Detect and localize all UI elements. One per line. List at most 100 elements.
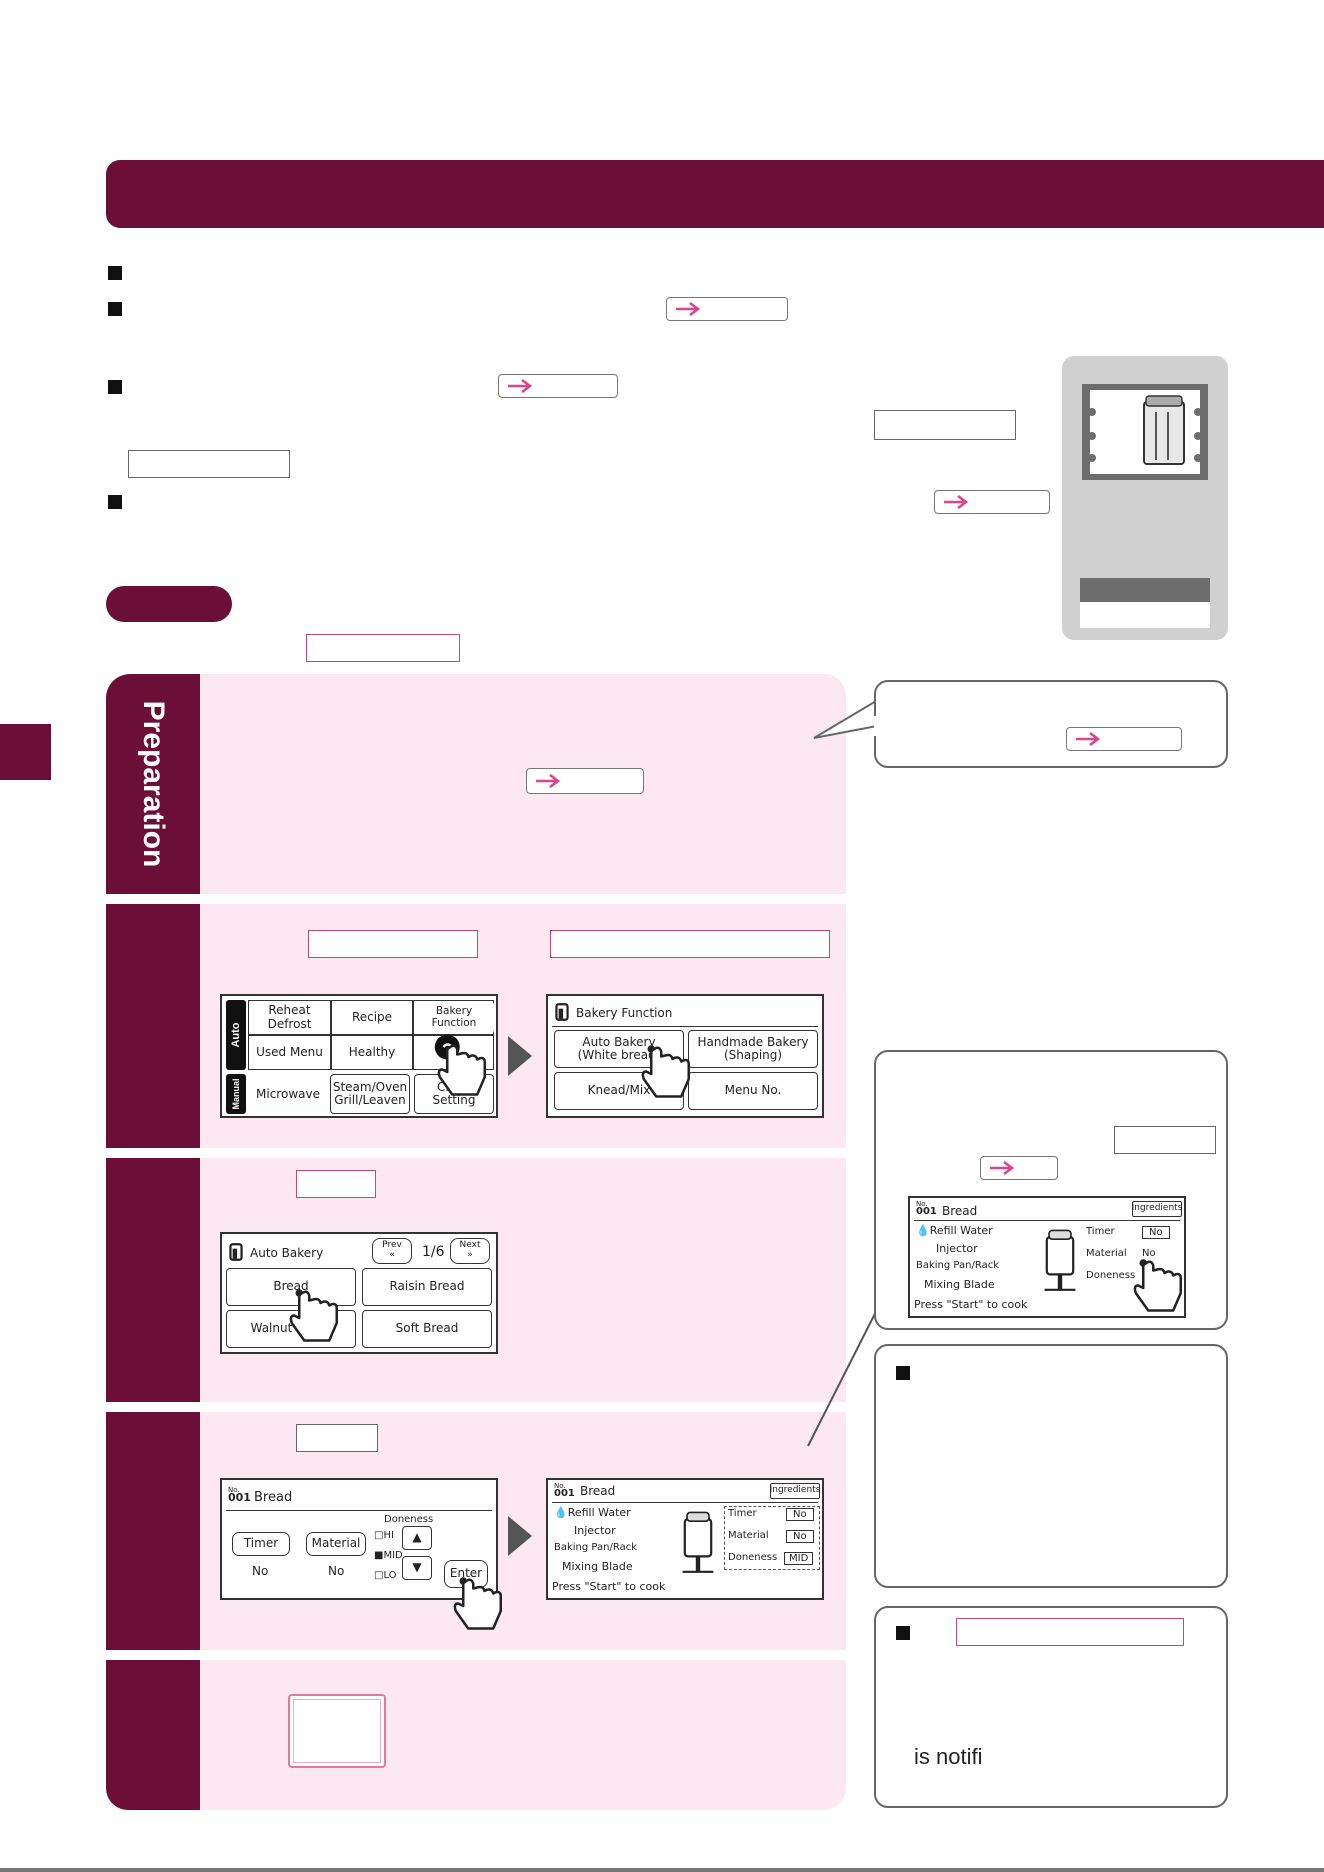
- page-indicator: 1/6: [422, 1244, 445, 1260]
- auto-tab-label: Auto: [230, 1022, 242, 1048]
- arrow-right-icon: [990, 1161, 1015, 1175]
- bakery-function-title: Bakery Function: [576, 1006, 673, 1020]
- bread-title: Bread: [942, 1204, 978, 1218]
- timer-label: Timer: [1086, 1226, 1115, 1237]
- divider-line: [552, 1026, 818, 1027]
- material-label: Material: [728, 1530, 769, 1541]
- step1-content: [200, 674, 846, 894]
- manual-tab-label: Manual: [231, 1078, 241, 1110]
- steam-oven-button[interactable]: Steam/Oven Grill/Leaven: [330, 1074, 410, 1114]
- doneness-up-button[interactable]: ▲: [402, 1526, 432, 1550]
- bakery-function-screen: Bakery Function Auto Bakery (White bread…: [546, 994, 824, 1118]
- page-ref-link[interactable]: [934, 490, 1050, 514]
- shaping-label: (Shaping): [723, 1048, 783, 1062]
- step2-label-column: [106, 904, 200, 1148]
- grill-leaven-label: Grill/Leaven: [334, 1093, 406, 1107]
- preparation-label: Preparation: [137, 700, 170, 868]
- timer-button[interactable]: Timer: [232, 1532, 290, 1556]
- level-mid-text: MID: [383, 1550, 403, 1561]
- refill-water-item: 💧Refill Water: [916, 1224, 993, 1237]
- step2-content: Auto Manual Reheat Defrost Recipe Bakery…: [200, 904, 846, 1148]
- level-hi: □HI: [374, 1530, 394, 1541]
- injector-image: [1082, 384, 1208, 480]
- page-ref-link[interactable]: [498, 374, 618, 398]
- ingredients-button[interactable]: Ingredients: [1132, 1201, 1182, 1217]
- bullet-square: [108, 495, 122, 509]
- start-button-graphic[interactable]: [288, 1694, 386, 1768]
- timer-label: Timer: [728, 1508, 757, 1519]
- page-ref-link[interactable]: [1066, 727, 1182, 751]
- arrow-right-icon: [536, 774, 561, 788]
- ingredients-button[interactable]: Ingredients: [770, 1483, 820, 1499]
- arrow-right-icon: [508, 379, 533, 393]
- next-arrow-icon: [508, 1516, 532, 1556]
- material-button[interactable]: Material: [306, 1532, 366, 1556]
- soft-bread-button[interactable]: Soft Bread: [362, 1310, 492, 1348]
- next-page-button[interactable]: Next»: [450, 1238, 490, 1264]
- doneness-down-button[interactable]: ▼: [402, 1556, 432, 1580]
- page-ref-link[interactable]: [980, 1156, 1058, 1180]
- bullet-square: [108, 302, 122, 316]
- menu-number: 001: [554, 1488, 575, 1499]
- injector-illustration-icon: [682, 1511, 714, 1573]
- raisin-bread-button[interactable]: Raisin Bread: [362, 1268, 492, 1306]
- touch-hand-icon: [434, 1034, 486, 1096]
- label-box: [296, 1424, 378, 1452]
- bread-button[interactable]: Bread: [226, 1268, 356, 1306]
- menu-number-label: No.001: [228, 1486, 251, 1503]
- doneness-label: Doneness: [384, 1514, 434, 1525]
- injector-illustration-icon: [1044, 1229, 1076, 1291]
- callout-bubble: [874, 680, 1228, 768]
- manual-tab[interactable]: Manual: [226, 1074, 246, 1114]
- side-panel-caption-bar: [1080, 578, 1210, 602]
- side-info-panel: [1062, 356, 1228, 640]
- no-label: No.: [554, 1482, 566, 1490]
- label-box: [308, 930, 478, 958]
- reheat-defrost-button[interactable]: Reheat Defrost: [249, 1001, 330, 1034]
- page-ref-link[interactable]: [526, 768, 644, 794]
- bread-title: Bread: [254, 1490, 293, 1505]
- refill-water-label: Refill Water: [567, 1506, 631, 1519]
- defrost-label: Defrost: [267, 1016, 312, 1031]
- bullet-square: [896, 1626, 910, 1640]
- recipe-button[interactable]: Recipe: [332, 1001, 412, 1034]
- level-mid: ■MID: [374, 1550, 403, 1561]
- bakery-function-button[interactable]: Bakery Function: [414, 1001, 494, 1034]
- handmade-bakery-button[interactable]: Handmade Bakery (Shaping): [688, 1030, 818, 1068]
- material-value: No: [1142, 1248, 1156, 1259]
- label-box: [956, 1618, 1184, 1646]
- touch-hand-icon: [453, 1577, 502, 1630]
- prev-page-button[interactable]: Prev«: [372, 1238, 412, 1264]
- used-menu-button[interactable]: Used Menu: [249, 1036, 330, 1069]
- reheat-label: Reheat: [268, 1003, 311, 1018]
- step3-label-column: [106, 1158, 200, 1402]
- level-lo-text: LO: [383, 1570, 397, 1581]
- label-box: [306, 634, 460, 662]
- arrow-right-icon: [676, 302, 701, 316]
- triangle-up-icon: ▲: [412, 1530, 422, 1545]
- section-pill-label: [106, 586, 232, 622]
- auto-tab[interactable]: Auto: [226, 1000, 246, 1070]
- material-label: Material: [1086, 1248, 1127, 1259]
- arrow-right-icon: [1076, 732, 1101, 746]
- page-ref-link[interactable]: [666, 297, 788, 321]
- arrow-right-icon: [944, 495, 969, 509]
- microwave-button[interactable]: Microwave: [248, 1076, 328, 1114]
- auto-bakery-label: Auto Bakery: [582, 1034, 656, 1049]
- bread-setup-screen: No.001 Bread Timer No Material No Donene…: [220, 1478, 502, 1630]
- bakery-icon: [229, 1243, 243, 1261]
- menu-no-button[interactable]: Menu No.: [688, 1072, 818, 1110]
- home-screen: Auto Manual Reheat Defrost Recipe Bakery…: [220, 994, 498, 1118]
- level-lo: □LO: [374, 1570, 397, 1581]
- white-bread-label: (White bread): [577, 1048, 661, 1062]
- healthy-button[interactable]: Healthy: [332, 1036, 412, 1069]
- timer-value: No: [786, 1508, 814, 1521]
- no-label: No.: [228, 1486, 240, 1494]
- step4-label-column: [106, 1412, 200, 1650]
- settings-summary-box: [724, 1506, 820, 1570]
- step5-content: [200, 1660, 846, 1810]
- material-value: No: [786, 1530, 814, 1543]
- mixing-blade-item: Mixing Blade: [924, 1278, 995, 1291]
- timer-value: No: [1142, 1226, 1170, 1239]
- level-hi-text: HI: [383, 1530, 394, 1541]
